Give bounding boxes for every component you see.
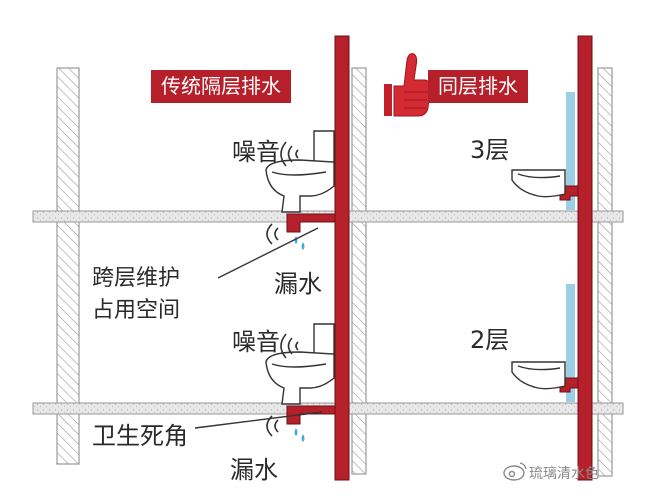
middle-wall: [351, 67, 367, 475]
left-wall: [56, 67, 80, 465]
dead-corner-leader-line: [194, 411, 323, 429]
maintenance-leader-line: [217, 227, 319, 279]
right-lower-toilet: [511, 361, 566, 390]
left-riser-pipe: [334, 35, 350, 481]
sound-wave-icon: [280, 333, 299, 359]
thumbs-up-icon: [384, 53, 431, 117]
water-drop-icon: [294, 428, 305, 442]
lower-branch-pipe: [286, 405, 336, 425]
dead-corner-label: 卫生死角: [92, 422, 188, 450]
maintenance-note-line-1: 跨层维护: [92, 266, 181, 291]
sound-wave-icon: [266, 415, 279, 437]
maintenance-note-line-2: 占用空间: [92, 298, 181, 323]
right-panel-title: 同层排水: [428, 70, 528, 103]
left-panel-title: 传统隔层排水: [151, 70, 291, 103]
upper-branch-pipe: [286, 213, 336, 233]
water-drop-icon: [294, 236, 305, 250]
sound-wave-icon: [266, 223, 279, 245]
left-lower-toilet: [265, 323, 335, 405]
right-upper-toilet: [511, 169, 566, 198]
lower-water-pipe: [566, 284, 575, 402]
right-riser-pipe: [577, 35, 593, 481]
weibo-icon: [503, 462, 527, 481]
left-upper-toilet: [265, 130, 335, 213]
lower-noise-label: 噪音: [232, 328, 280, 356]
watermark-text: 琉璃清水色: [529, 466, 599, 482]
right-wall: [597, 67, 613, 477]
lower-leak-label: 漏水: [230, 456, 278, 484]
upper-water-pipe: [566, 92, 575, 210]
upper-floor-label: 3层: [470, 136, 510, 164]
lower-floor-label: 2层: [470, 326, 510, 354]
upper-noise-label: 噪音: [232, 138, 280, 166]
sound-wave-icon: [280, 141, 299, 167]
upper-leak-label: 漏水: [274, 270, 322, 298]
